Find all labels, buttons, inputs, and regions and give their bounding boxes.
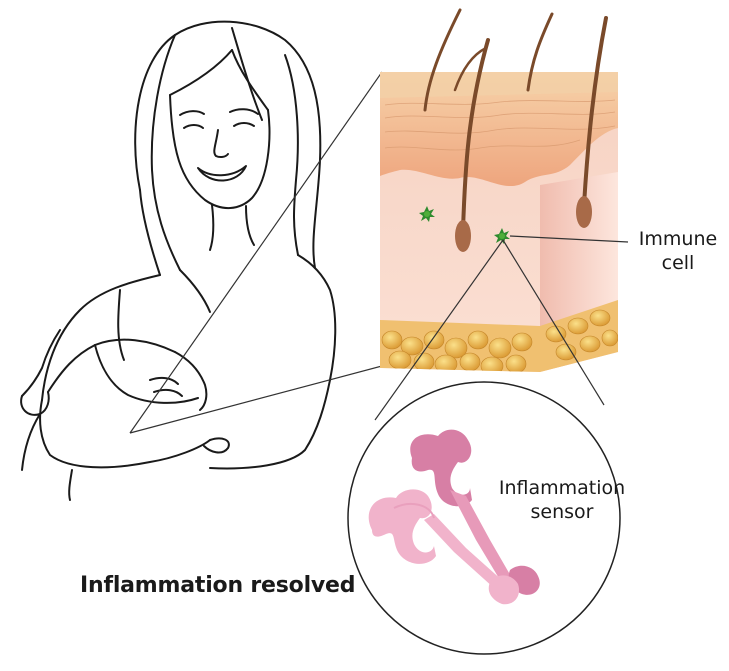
zoom-lines-body xyxy=(130,72,382,433)
smile xyxy=(198,166,246,181)
immune-cell-label: Immune cell xyxy=(628,228,728,276)
immune-cell-label-line2: cell xyxy=(628,252,728,276)
sensor-label-line1: Inflammation xyxy=(492,477,632,501)
caption-inflammation-resolved: Inflammation resolved xyxy=(80,572,355,600)
arm-left xyxy=(40,400,210,467)
inflammation-sensor-label: Inflammation sensor xyxy=(492,477,632,525)
sensor-label-line2: sensor xyxy=(492,501,632,525)
woman-illustration xyxy=(21,22,335,500)
immune-cell-label-line1: Immune xyxy=(628,228,728,252)
